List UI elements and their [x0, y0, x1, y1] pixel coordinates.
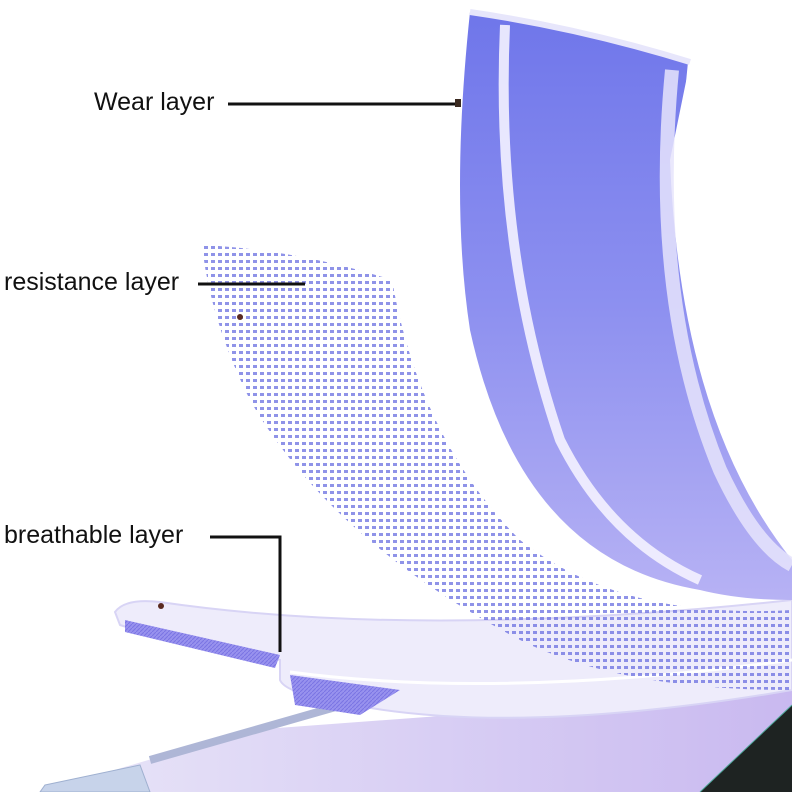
- wear-layer-label: Wear layer: [94, 88, 215, 116]
- leader-lines: [198, 102, 460, 652]
- wear-layer: [460, 9, 792, 600]
- base-slab: [39, 690, 792, 792]
- resistance-layer-label: resistance layer: [4, 268, 180, 296]
- breathable-layer-label: breathable layer: [4, 521, 184, 549]
- breathable-leader-line: [210, 535, 282, 652]
- resistance-layer: [202, 245, 792, 690]
